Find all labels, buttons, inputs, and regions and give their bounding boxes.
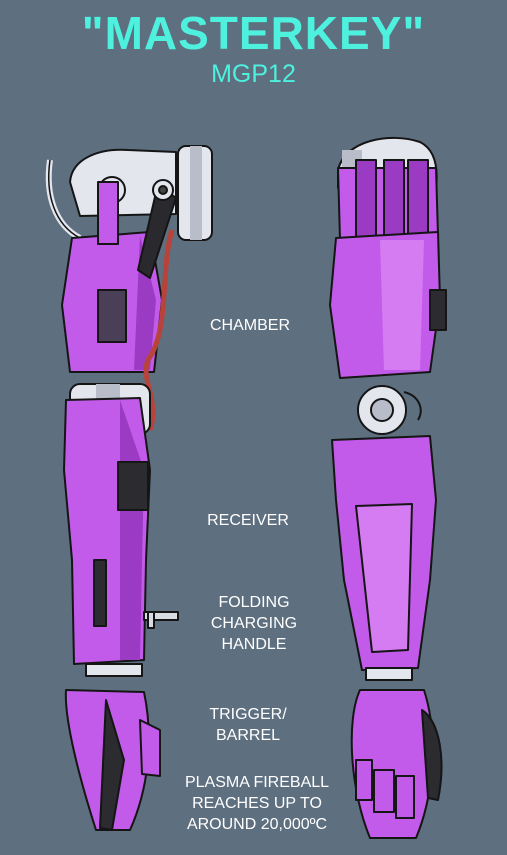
right-arm-back-view [329,136,447,839]
label-receiver: RECEIVER [207,512,289,529]
left-arm-side-view [45,145,213,831]
label-folding-charging-handle: FOLDING CHARGING HANDLE [210,594,298,653]
page-subtitle: MGP12 [211,60,296,88]
label-plasma-fireball: PLASMA FIREBALL REACHES UP TO AROUND 20,… [184,774,330,833]
label-chamber: CHAMBER [209,317,290,334]
label-trigger-barrel: TRIGGER/ BARREL [209,706,287,744]
page-title: "MASTERKEY" [81,7,426,59]
